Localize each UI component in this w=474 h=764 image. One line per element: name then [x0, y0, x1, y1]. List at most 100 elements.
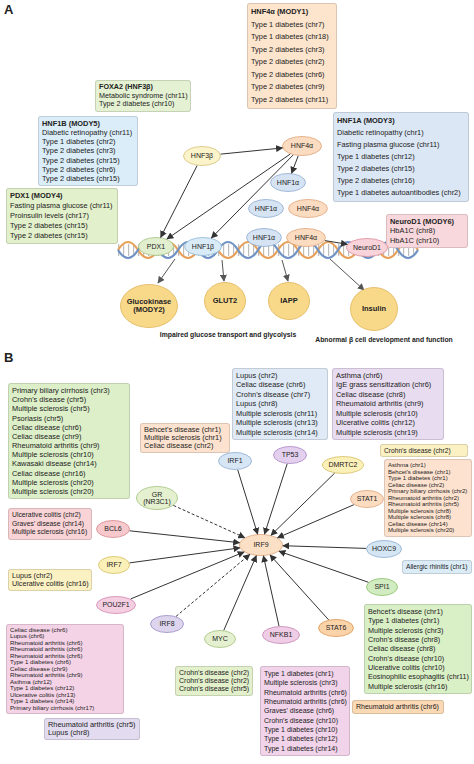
node-label: HNF1β [192, 243, 214, 250]
node-label: IRF8 [159, 620, 174, 627]
association-item: Rheumatoid arthritis (chr9) [336, 399, 424, 408]
association-item: Type 2 diabetes (chr3) [251, 44, 325, 57]
node-label: BCL6 [104, 525, 122, 532]
association-item: Multiple sclerosis (chr20) [12, 478, 94, 487]
association-item: Rheumatoid arthritis (chr5) [388, 501, 459, 508]
callout-box: NeuroD1 (MODY6)HbA1C (chr8)HbA1C (chr10) [386, 214, 468, 248]
association-item: Multiple sclerosis (chr8) [388, 514, 451, 521]
association-item: Type 1 diabetes (chr1) [264, 669, 334, 678]
regulation-arrow [176, 554, 250, 616]
association-item: Multiple sclerosis (chr1) [144, 434, 222, 442]
association-item: Behcet's disease (chr1) [368, 607, 443, 616]
node-label: IRF1 [227, 457, 242, 464]
association-item: Celiac disease (chr8) [336, 390, 405, 399]
association-item: Type 2 diabetes (chr2) [251, 56, 325, 69]
node-label: HNF1α [277, 179, 299, 186]
association-item: Diabetic retinopathy (chr1) [337, 127, 424, 139]
association-item: Asthma (chr6) [336, 371, 382, 380]
regulation-arrow [221, 148, 283, 154]
association-item: Crohn's disease (chr10) [264, 716, 338, 725]
association-item: Graves' disease (chr6) [264, 706, 334, 715]
association-item: Primary biliary cirrhosis (chr2) [388, 488, 467, 495]
regulation-arrow [279, 551, 368, 582]
callout-heading: HNF4α (MODY1) [251, 6, 308, 19]
regulation-arrow [173, 505, 244, 537]
node-label: SPI1 [374, 583, 389, 590]
callout-box: Behcet's disease (chr1)Type 1 diabetes (… [364, 604, 472, 694]
factor-ellipse: NFKB1 [262, 626, 300, 644]
association-item: Celiac disease (chr6) [12, 423, 81, 432]
callout-box: Type 1 diabetes (chr1)Multiple sclerosis… [260, 666, 350, 756]
ellipse-shape [219, 453, 252, 470]
association-item: Ulcerative colitis (chr16) [12, 580, 89, 588]
association-item: Rheumatoid arthritis (chr6) [10, 646, 83, 652]
association-item: Rheumatoid arthritis (chr6) [264, 688, 347, 697]
node-label: Insulin [362, 305, 386, 313]
node-label: HNF3β [191, 152, 213, 159]
ellipse-shape [263, 627, 300, 644]
association-item: Type 1 diabetes autoantibodies (chr2) [337, 187, 461, 199]
association-item: Asthma (chr1) [388, 462, 426, 469]
association-item: Type 1 diabetes (chr7) [251, 19, 325, 32]
node-label: HNF1α [255, 205, 277, 212]
association-item: Rheumatoid arthritis (chr2) [388, 495, 459, 502]
association-item: IgE grass sensitization (chr6) [336, 380, 431, 389]
callout-box: Lupus (chr2)Ulcerative colitis (chr16) [8, 569, 92, 591]
association-item: Celiac disease (chr14) [388, 521, 448, 528]
expression-arrow [282, 260, 288, 281]
factor-ellipse: BCL6 [96, 520, 130, 538]
callout-box: Primary biliary cirrhosis (chr3)Crohn's … [8, 383, 130, 499]
callout-box: Allergic rhinitis (chr1) [402, 560, 472, 574]
callout-heading: HNF1B (MODY5) [42, 119, 100, 128]
association-item: Kawasaki disease (chr14) [12, 459, 97, 468]
factor-ellipse: HNF4α [288, 199, 328, 218]
callout-box: Asthma (chr6)IgE grass sensitization (ch… [332, 368, 444, 440]
outcome-label: Impaired glucose transport and glycolysi… [140, 331, 316, 338]
callout-box: HNF1B (MODY5)Diabetic retinopathy (chr11… [38, 116, 138, 186]
gene-circle: GLUT2 [204, 282, 246, 320]
association-item: Ulcerative colitis (chr12) [336, 418, 415, 427]
callout-box: PDX1 (MODY4)Fasting plasma glucose (chr1… [6, 188, 118, 244]
node-label: IRF7 [106, 561, 121, 568]
gene-circle: Insulin [350, 287, 398, 331]
factor-ellipse: HNF1α [246, 228, 282, 247]
association-item: Rheumatoid arthritis (chr9) [12, 441, 100, 450]
association-item: HbA1C (chr8) [390, 226, 435, 235]
ellipse-shape [185, 238, 222, 256]
expression-arrow [330, 259, 364, 290]
ellipse-shape [151, 616, 184, 633]
factor-ellipse: POU2F1 [96, 596, 136, 614]
association-item: Behcet's disease (chr1) [388, 469, 451, 476]
factor-ellipse: HNF4α [286, 228, 326, 247]
ellipse-shape [97, 521, 130, 538]
node-label: STAT6 [326, 624, 347, 631]
callout-box: Behcet's disease (chr1)Multiple sclerosi… [140, 423, 230, 453]
factor-ellipse: IRF9 [239, 534, 283, 556]
association-item: Ulcerative colitis (chr2) [12, 511, 81, 520]
association-item: Lupus (chr2) [236, 371, 278, 380]
association-item: Lupus (chr2) [12, 572, 52, 580]
association-item: Lupus (chr6) [10, 633, 44, 639]
factor-ellipse: STAT1 [350, 490, 384, 508]
association-item: Graves' disease (chr14) [12, 520, 84, 529]
callout-box: Crohn's disease (chr2) [380, 444, 468, 457]
regulation-arrow [270, 555, 329, 620]
node-label: HNF1α [253, 234, 275, 241]
ellipse-shape [347, 239, 388, 257]
factor-ellipse: PDX1 [138, 237, 174, 256]
association-item: Celiac disease (chr2) [144, 442, 213, 450]
association-item: Rheumatoid arthritis (chr9) [10, 672, 83, 678]
factor-ellipse: TP53 [273, 446, 307, 464]
association-item: Type 1 diabetes (chr6) [10, 659, 71, 665]
association-item: Rheumatoid arthritis (chr5) [48, 721, 136, 729]
association-item: Crohn's disease (chr10) [368, 654, 444, 663]
association-item: Type 2 diabetes (chr3) [42, 146, 116, 155]
association-item: Allergic rhinitis (chr1) [406, 563, 468, 571]
panel-letter: A [4, 2, 24, 17]
association-item: Type 2 diabetes (chr10) [99, 100, 175, 109]
association-item: Crohn's disease (chr8) [368, 635, 440, 644]
regulation-arrow [263, 556, 279, 626]
association-item: Fasting plasma glucose (chr11) [337, 139, 440, 151]
factor-ellipse: HNF1α [248, 199, 284, 218]
association-item: Crohn's disease (chr7) [236, 390, 310, 399]
